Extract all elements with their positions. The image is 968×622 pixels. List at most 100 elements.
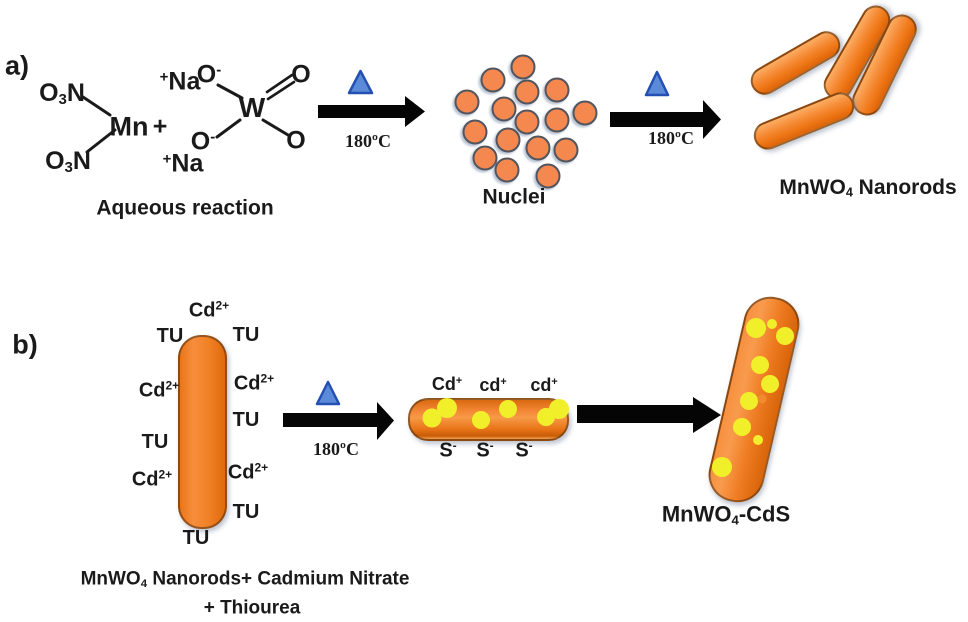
formula-base: O <box>196 60 217 89</box>
formula-base: S <box>476 439 490 462</box>
formula-sup: 2+ <box>254 460 269 475</box>
formula-sup: + <box>551 376 558 389</box>
cds-dot <box>712 457 732 477</box>
formula-base: Nanorods+ Cadmium Nitrate <box>147 568 410 590</box>
tu-label: TU <box>232 409 260 431</box>
cd2-ion-label: Cd2+ <box>189 300 229 321</box>
cds-dot <box>751 356 769 374</box>
double-bond-line <box>266 80 296 101</box>
formula-base: cd <box>530 375 552 395</box>
reactants-caption-b-line1: MnWO4 Nanorods+ Cadmium Nitrate <box>81 570 410 591</box>
cds-dot <box>472 411 490 429</box>
formula-base: S <box>515 439 529 462</box>
cd-seed-dot <box>757 394 767 404</box>
nucleus-dot <box>494 157 520 183</box>
nuclei-caption: Nuclei <box>482 185 546 209</box>
nucleus-dot <box>510 54 536 80</box>
nucleus-dot <box>525 135 551 161</box>
formula-no3-bottom: O3N <box>45 146 91 177</box>
nucleus-dot <box>462 119 488 145</box>
formula-o-double: O <box>291 60 311 89</box>
reactants-caption-a: Aqueous reaction <box>96 196 274 220</box>
formula-sub: 4 <box>731 512 739 528</box>
cds-dot <box>761 375 779 393</box>
bond-line <box>216 83 244 100</box>
cds-dot <box>422 408 442 428</box>
cds-dot <box>740 392 758 410</box>
nucleus-dot <box>544 77 570 103</box>
bond-line <box>261 118 290 137</box>
cds-dot <box>767 319 777 329</box>
nanorods-product-caption: MnWO4 Nanorods <box>779 177 956 199</box>
formula-o-minus-top: O- <box>197 62 221 87</box>
nucleus-dot <box>544 107 570 133</box>
formula-base: Cd <box>138 379 166 402</box>
cds-dot <box>733 418 751 436</box>
s-site-label: S- <box>476 440 493 461</box>
formula-sub: 3 <box>64 159 73 177</box>
formula-o-single: O <box>286 126 306 155</box>
formula-base: Cd <box>188 299 216 322</box>
formula-sup: - <box>489 438 494 453</box>
formula-sub: 3 <box>58 91 67 109</box>
formula-na-bottom: +Na <box>163 151 204 176</box>
formula-base: MnWO <box>80 568 141 590</box>
cd-site-label: cd+ <box>530 376 557 394</box>
formula-sup: - <box>452 438 457 453</box>
formula-base: Nanorods <box>852 175 957 199</box>
formula-sup: - <box>528 438 533 453</box>
cds-dot <box>499 400 517 418</box>
temperature-label-step3: 180ºC <box>313 439 359 459</box>
s-site-label: S- <box>439 440 456 461</box>
panel-b-label: b) <box>12 329 38 360</box>
reactants-caption-b-line2: + Thiourea <box>203 597 301 619</box>
formula-no3-top: O3N <box>39 80 85 109</box>
reaction-arrow-step1 <box>318 96 425 127</box>
tu-label: TU <box>232 324 260 346</box>
formula-sup: + <box>500 376 507 389</box>
formula-sup: + <box>455 375 463 388</box>
formula-base: S <box>439 439 453 462</box>
formula-base: cd <box>479 375 501 395</box>
formula-sup: - <box>216 61 222 79</box>
formula-base: Na <box>168 67 201 96</box>
nucleus-dot <box>495 127 521 153</box>
nucleus-dot <box>514 79 540 105</box>
nucleus-dot <box>454 89 480 115</box>
cd-site-label: Cd+ <box>432 375 462 393</box>
nucleus-dot <box>472 145 498 171</box>
cd-site-label: cd+ <box>479 376 506 394</box>
cd2-ion-label: Cd2+ <box>132 469 172 490</box>
formula-base: Cd <box>227 461 255 484</box>
plus-sign: + <box>152 112 168 141</box>
cds-dot <box>753 435 763 445</box>
bond-line <box>85 128 117 154</box>
nanorod-vertical <box>178 335 227 529</box>
heat-delta-icon <box>315 380 341 406</box>
cds-dot <box>776 327 794 345</box>
reaction-arrow-step4 <box>577 397 721 433</box>
reaction-arrow-step2 <box>610 100 721 139</box>
formula-sup: - <box>210 128 216 146</box>
cds-dot <box>437 398 457 418</box>
nucleus-dot <box>491 96 517 122</box>
formula-sup: + <box>159 68 169 86</box>
formula-mn: Mn <box>109 111 149 142</box>
formula-base: O <box>190 127 211 156</box>
tu-label: TU <box>232 501 260 523</box>
formula-base: Cd <box>233 372 261 395</box>
formula-sup: 2+ <box>215 298 230 313</box>
s-site-label: S- <box>515 440 532 461</box>
formula-base: -CdS <box>738 501 791 527</box>
tu-label: TU <box>156 325 184 347</box>
formula-o-minus-bottom: O- <box>191 129 215 154</box>
nucleus-dot <box>480 67 506 93</box>
formula-sup: + <box>162 150 172 168</box>
formula-base: N <box>72 146 91 175</box>
formula-sup: 2+ <box>158 467 173 482</box>
heat-delta-icon <box>347 69 374 95</box>
heat-delta-icon <box>644 70 670 97</box>
bond-line <box>81 95 112 117</box>
